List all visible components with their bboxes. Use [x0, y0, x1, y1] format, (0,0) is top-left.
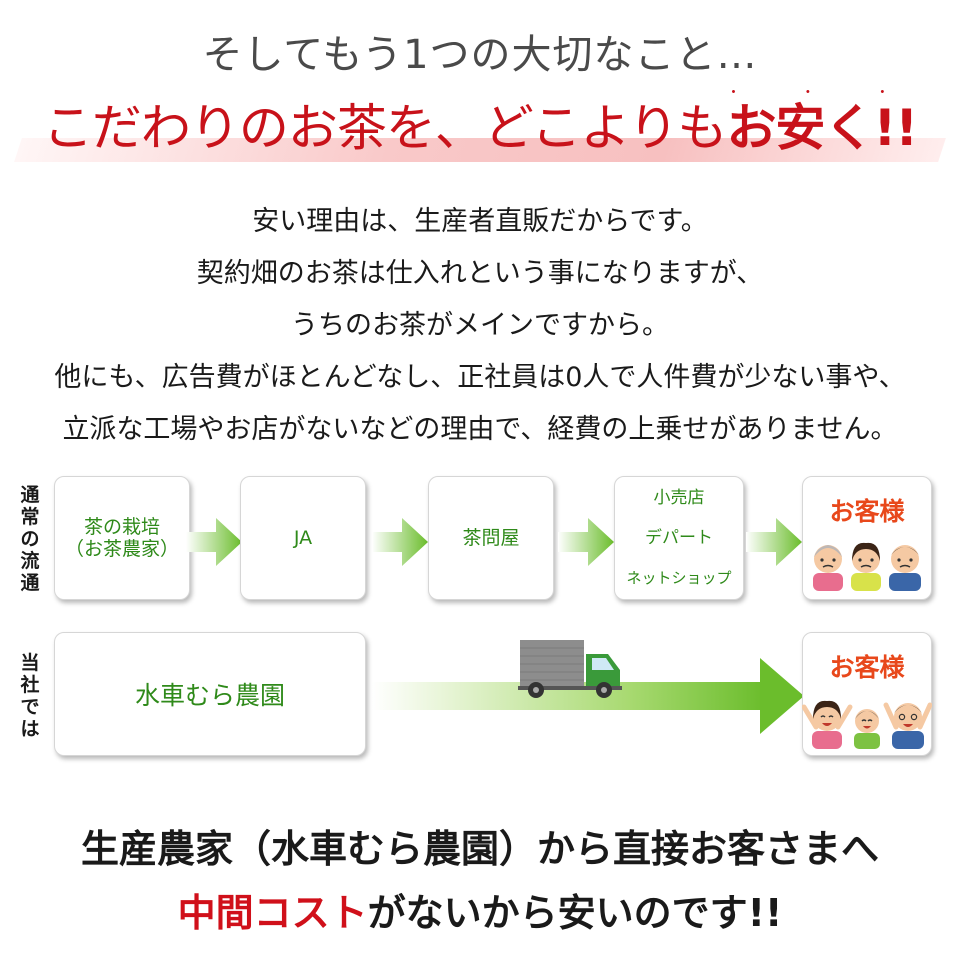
step-grower: 茶の栽培 （お茶農家）	[54, 476, 190, 600]
reason-line: 契約畑のお茶は仕入れという事になりますが、	[196, 258, 764, 289]
vertical-label-char: 社	[20, 674, 40, 696]
headline-exclaim: !!	[873, 99, 918, 157]
delivery-truck-icon	[518, 640, 622, 698]
customer-title: お客様	[829, 653, 905, 682]
reason-line: 立派な工場やお店がないなどの理由で、経費の上乗せがありません。	[62, 414, 898, 445]
headline: こだわりのお茶を、どこよりも・ ・ ・お安く!!	[18, 85, 942, 160]
vertical-label-char: 常	[20, 506, 40, 528]
step-retail: 小売店 デパート ネットショップ	[614, 476, 744, 600]
worried-customers-icon	[813, 542, 921, 591]
emphasis-dots: ・ ・ ・	[726, 85, 918, 101]
summary-line1: 生産農家（水車むら農園）から直接お客さまへ	[80, 827, 879, 871]
step-ja-label: JA	[293, 527, 313, 549]
reason-line: 安い理由は、生産者直販だからです。	[252, 206, 708, 237]
vertical-label-char: 流	[20, 550, 40, 572]
reason-line: 他にも、広告費がほとんどなし、正社員は0人で人件費が少ない事や、	[54, 362, 906, 393]
our-flow-label-text: 当社では	[18, 652, 42, 740]
step-wholesaler: 茶問屋	[428, 476, 554, 600]
step-grower-line2: （お茶農家）	[64, 538, 179, 560]
customer-title: お客様	[829, 497, 905, 526]
step-ja: JA	[240, 476, 366, 600]
vertical-label-char: の	[20, 528, 40, 550]
our-farm-box: 水車むら農園	[54, 632, 366, 756]
vertical-label-char: 通	[20, 484, 40, 506]
vertical-label-char: 通	[20, 572, 40, 594]
reasons-text: 安い理由は、生産者直販だからです。 契約畑のお茶は仕入れという事になりますが、 …	[0, 196, 960, 456]
intro-text: そしてもう1つの大切なこと…	[202, 32, 758, 78]
step-retail-line1: 小売店	[653, 488, 705, 508]
reason-line: うちのお茶がメインですから。	[291, 310, 669, 341]
direct-arrow-head-icon	[760, 658, 804, 734]
normal-flow-label: 通常の流通	[18, 484, 42, 594]
flow-arrow-icon	[746, 518, 802, 566]
vertical-label-char: で	[20, 696, 40, 718]
step-retail-line2: デパート	[645, 528, 713, 548]
headline-main: こだわりのお茶を、どこよりも	[42, 99, 727, 157]
step-wholesaler-label: 茶問屋	[462, 527, 520, 549]
summary-rest: がないから安いのです!!	[367, 891, 783, 935]
normal-flow-label-text: 通常の流通	[18, 484, 42, 594]
headline-block: こだわりのお茶を、どこよりも・ ・ ・お安く!!	[14, 85, 946, 166]
our-flow-label: 当社では	[18, 652, 42, 740]
summary-line2: 中間コストがないから安いのです!!	[0, 882, 960, 937]
step-retail-line3: ネットショップ	[626, 569, 732, 587]
happy-customers-icon	[802, 700, 932, 749]
vertical-label-char: 当	[20, 652, 40, 674]
flow-arrow-icon	[186, 518, 242, 566]
step-grower-line1: 茶の栽培	[83, 516, 160, 538]
our-farm-label: 水車むら農園	[134, 681, 285, 710]
vertical-label-char: は	[20, 718, 40, 740]
customer-box-normal: お客様	[802, 476, 932, 600]
headline-emphasis-wrap: ・ ・ ・お安く	[726, 85, 889, 160]
headline-emphasis: お安く	[726, 99, 874, 157]
flow-arrow-icon	[558, 518, 614, 566]
flow-arrow-icon	[372, 518, 428, 566]
summary-highlight: 中間コスト	[177, 891, 368, 935]
customer-box-ours: お客様	[802, 632, 932, 756]
